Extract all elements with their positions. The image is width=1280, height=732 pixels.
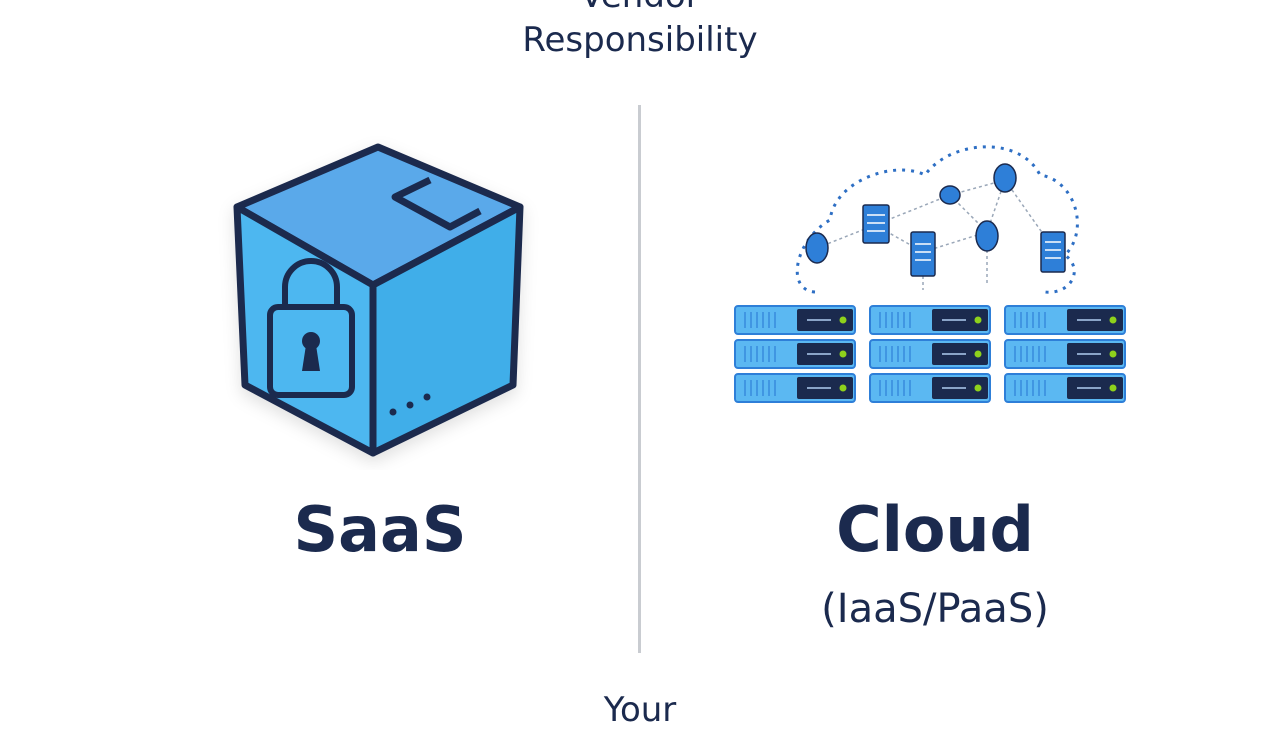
server-rack (734, 305, 1126, 403)
vendor-responsibility-label: Vendor Responsibility (522, 0, 758, 60)
cloud-servers-icon (734, 145, 1126, 403)
cloud-title: Cloud (836, 493, 1034, 566)
your-responsibility-label: Your (603, 690, 677, 730)
cloud-subtitle: (IaaS/PaaS) (821, 586, 1049, 632)
saas-title: SaaS (293, 493, 467, 566)
center-divider (638, 105, 641, 653)
locked-box-icon (233, 143, 524, 457)
